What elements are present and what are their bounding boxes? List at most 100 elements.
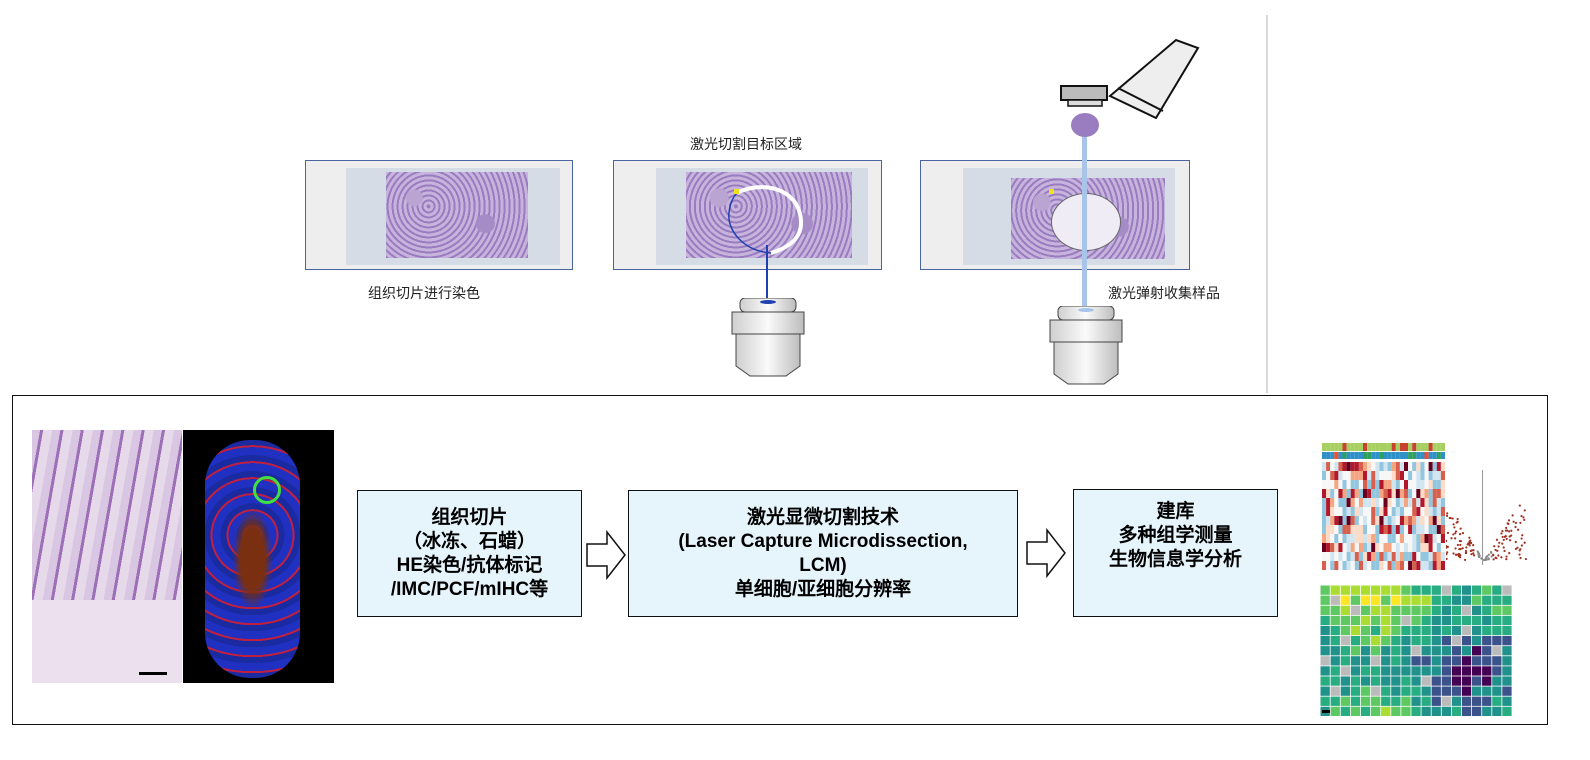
cell (1320, 585, 1330, 595)
cell (1320, 636, 1330, 646)
cell (1395, 489, 1400, 498)
cell (1379, 525, 1384, 534)
point (1520, 537, 1523, 540)
cell (1322, 507, 1327, 516)
point (1457, 553, 1460, 556)
cell (1350, 443, 1355, 451)
step-box-analysis: 建库 多种组学测量 生物信息学分析 (1073, 489, 1278, 617)
cell (1363, 489, 1368, 498)
cell (1461, 656, 1472, 666)
cell (1383, 462, 1388, 471)
point (1466, 543, 1469, 546)
cell (1371, 625, 1381, 636)
point (1459, 527, 1462, 530)
cell (1431, 595, 1441, 605)
point (1464, 549, 1468, 553)
cell (1350, 516, 1355, 525)
cell (1391, 595, 1401, 605)
cell (1431, 636, 1441, 646)
cell (1492, 636, 1502, 646)
cell (1320, 595, 1330, 605)
cell (1404, 462, 1409, 471)
cell (1381, 615, 1391, 626)
cell (1502, 605, 1512, 615)
point (1500, 532, 1503, 535)
cell (1334, 543, 1339, 552)
cell (1326, 452, 1331, 459)
point (1521, 534, 1524, 537)
cell (1492, 585, 1502, 595)
point (1454, 530, 1458, 533)
cell (1346, 525, 1351, 534)
cell (1350, 676, 1361, 686)
step-box-lcm: 激光显微切割技术 (Laser Capture Microdissection,… (628, 490, 1018, 617)
cell (1334, 534, 1339, 543)
point (1505, 555, 1508, 558)
cell (1399, 552, 1404, 561)
cell (1371, 686, 1381, 696)
cell (1401, 666, 1411, 676)
cell (1412, 489, 1417, 498)
cell (1424, 498, 1429, 507)
cell (1375, 452, 1380, 459)
cell (1354, 534, 1359, 543)
laser-beam (766, 245, 768, 305)
cell (1363, 516, 1368, 525)
cell (1395, 462, 1400, 471)
cell (1381, 605, 1391, 615)
cell (1451, 595, 1462, 605)
point (1459, 543, 1462, 547)
point (1446, 514, 1449, 517)
cell (1461, 636, 1472, 646)
cell (1358, 471, 1363, 480)
cell (1391, 543, 1396, 552)
cell (1387, 507, 1392, 516)
cell (1379, 443, 1384, 451)
cell (1412, 507, 1417, 516)
box-line: HE染色/抗体标记 (396, 554, 543, 576)
cell (1401, 605, 1411, 615)
cell (1363, 452, 1368, 459)
cell (1424, 471, 1429, 480)
box-line: /IMC/PCF/mIHC等 (390, 578, 549, 600)
cell (1340, 625, 1350, 636)
cell (1383, 534, 1388, 543)
cell (1432, 462, 1437, 471)
cell (1350, 706, 1361, 716)
cell (1440, 480, 1445, 489)
cell (1342, 534, 1347, 543)
cell (1371, 480, 1376, 489)
cell (1371, 452, 1376, 459)
cell (1360, 666, 1371, 676)
cell (1391, 666, 1401, 676)
cell (1461, 595, 1472, 605)
cell (1342, 489, 1347, 498)
cell (1334, 489, 1339, 498)
cell (1320, 625, 1330, 636)
cell (1472, 615, 1482, 626)
cell (1367, 516, 1372, 525)
cell (1375, 489, 1380, 498)
cell (1416, 525, 1421, 534)
fluorescence-image (183, 430, 334, 683)
cell (1432, 561, 1437, 570)
cell (1346, 471, 1351, 480)
cell (1408, 452, 1413, 459)
cell (1358, 489, 1363, 498)
cell (1322, 462, 1327, 471)
point (1505, 529, 1509, 532)
cell (1350, 552, 1355, 561)
point (1451, 517, 1454, 520)
cell (1358, 498, 1363, 507)
cell (1358, 462, 1363, 471)
point (1472, 554, 1476, 557)
cell (1367, 489, 1372, 498)
cell (1502, 696, 1512, 706)
point (1446, 551, 1449, 554)
cell (1391, 489, 1396, 498)
cell (1399, 480, 1404, 489)
cell (1387, 471, 1392, 480)
cell (1404, 516, 1409, 525)
cell (1472, 585, 1482, 595)
cut-outline (728, 185, 804, 255)
